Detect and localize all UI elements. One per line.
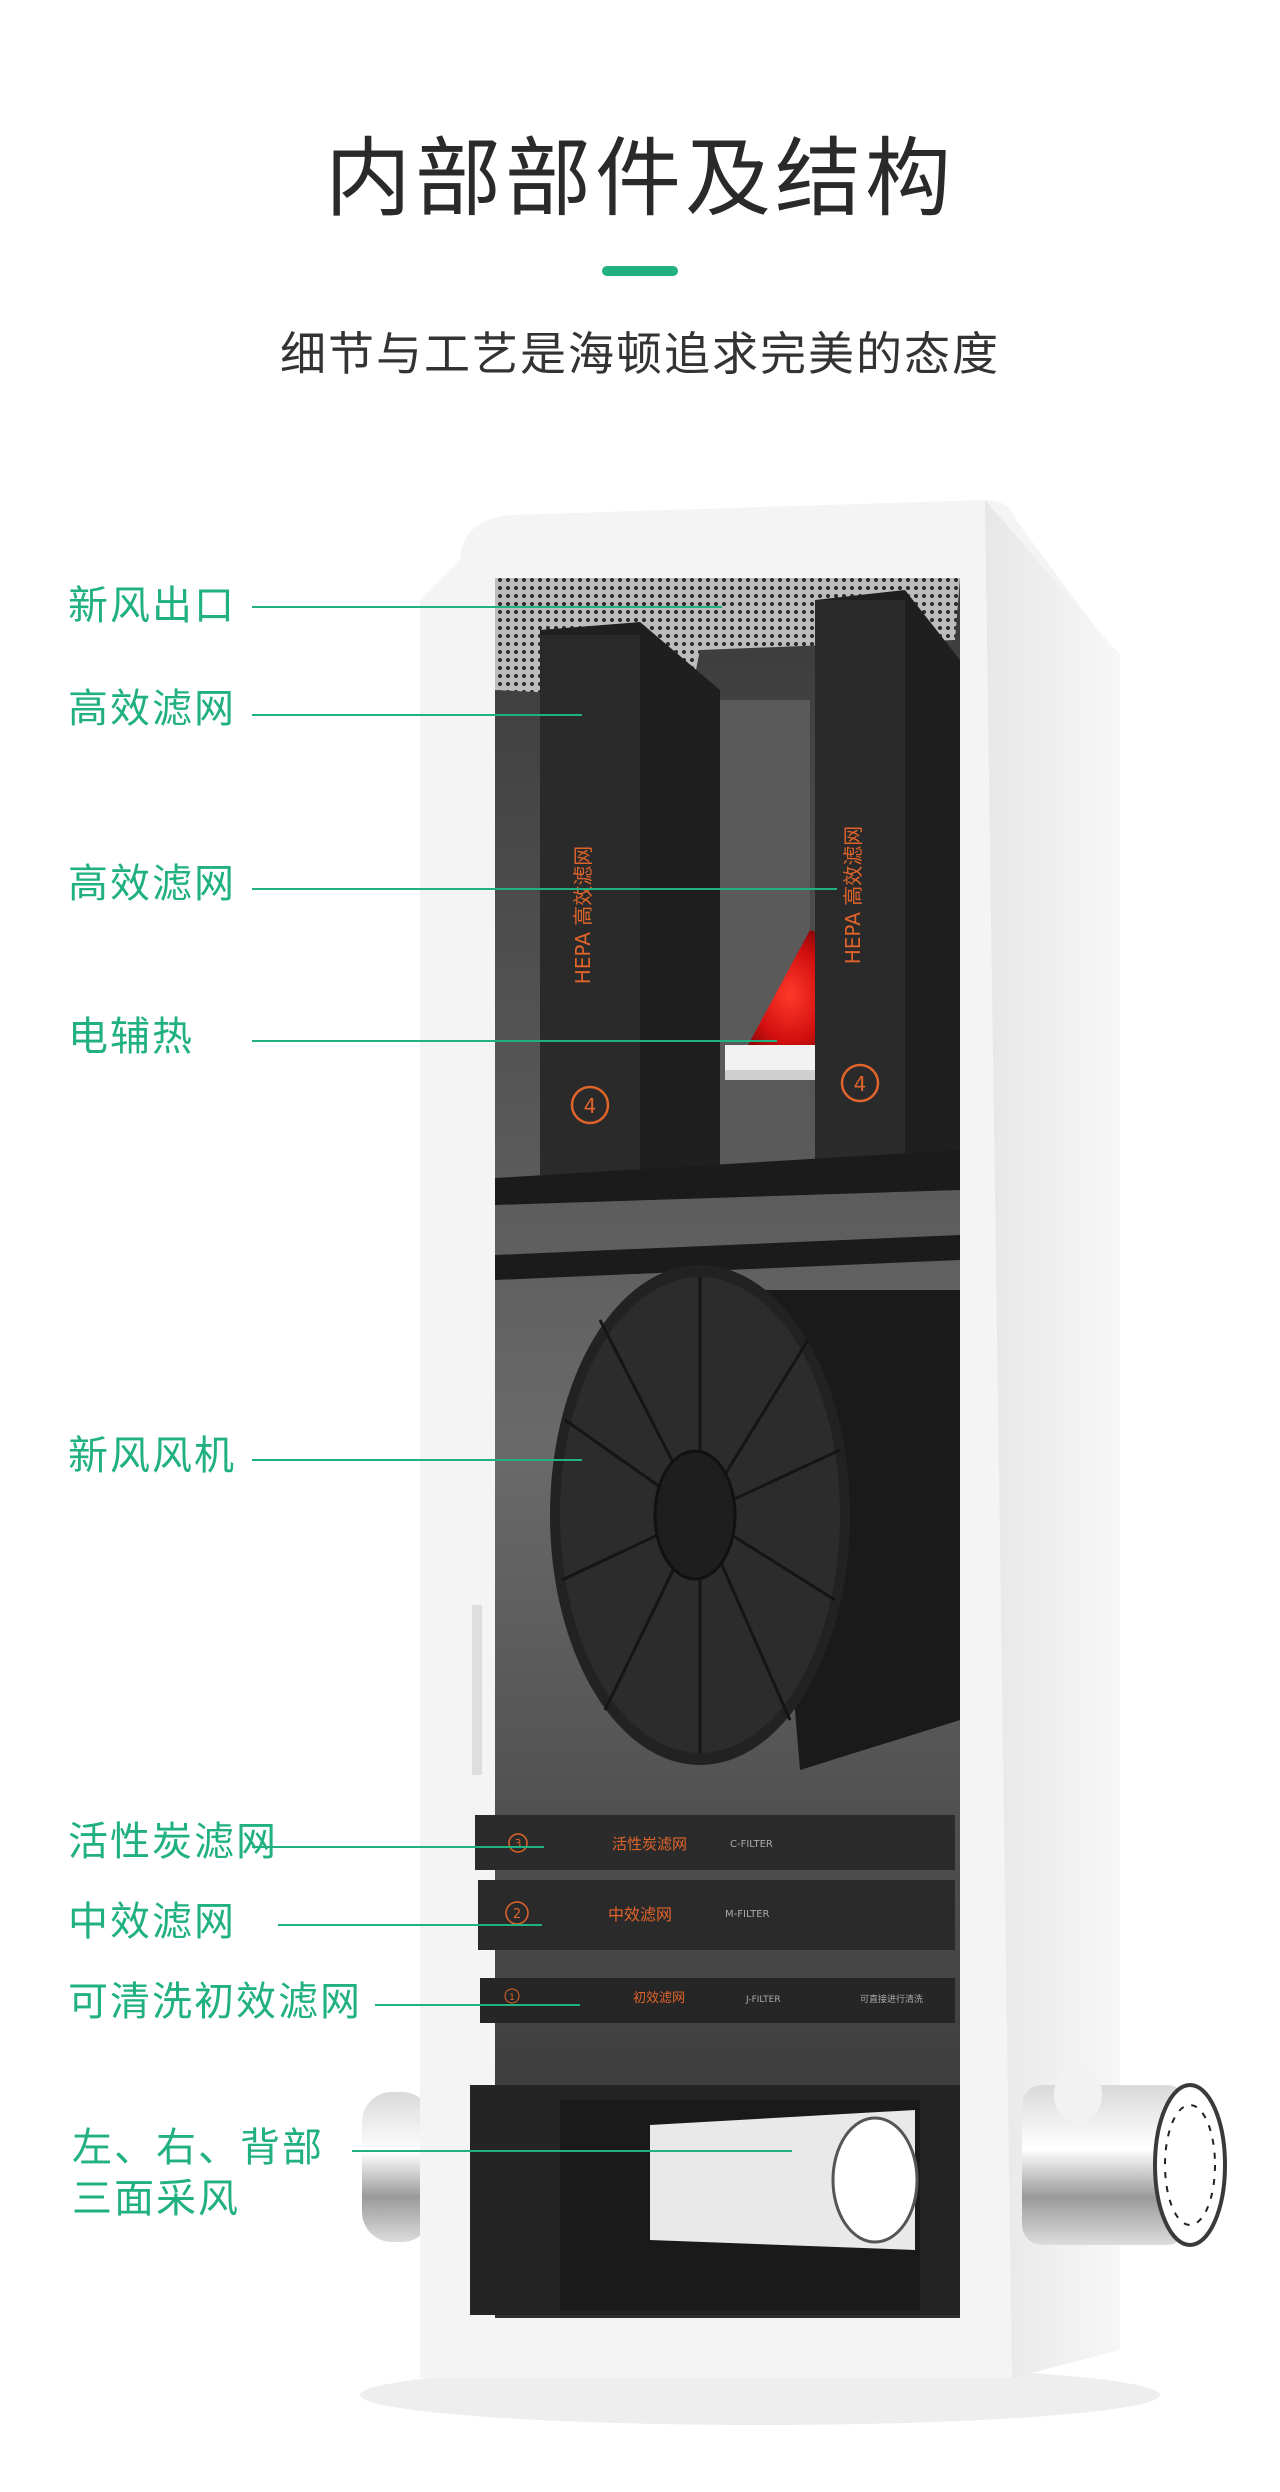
carbon-filter-panel: 3 活性炭滤网 C-FILTER xyxy=(475,1815,955,1870)
hepa-label-left: HEPA 高效滤网 xyxy=(571,846,595,985)
right-intake-pipe xyxy=(1022,2067,1227,2247)
primary-num: 1 xyxy=(509,1993,515,2003)
callout-fresh-air-outlet: 新风出口 xyxy=(68,583,236,629)
hepa-badge-left: 4 xyxy=(584,1094,597,1118)
callout-line-outlet xyxy=(252,606,722,608)
medium-cn-label: 中效滤网 xyxy=(608,1905,672,1924)
callout-line-carbon xyxy=(252,1846,544,1848)
callout-intake-line2: 三面采风 xyxy=(72,2176,240,2222)
primary-note-label: 可直接进行清洗 xyxy=(860,1993,923,2005)
medium-num: 2 xyxy=(513,1907,521,1922)
primary-cn-label: 初效滤网 xyxy=(633,1991,685,2006)
left-intake-pipe xyxy=(362,2092,432,2242)
callout-intake-line1: 左、右、背部 xyxy=(72,2125,324,2171)
callout-line-hepa2 xyxy=(252,888,837,890)
hepa-label-right: HEPA 高效滤网 xyxy=(841,826,865,965)
callout-line-hepa1 xyxy=(252,714,582,716)
callout-hepa-2: 高效滤网 xyxy=(68,861,236,907)
hepa-badge-right: 4 xyxy=(854,1072,867,1096)
callout-washable-primary-filter: 可清洗初效滤网 xyxy=(68,1979,362,2025)
callout-line-heater xyxy=(252,1040,777,1042)
carbon-num: 3 xyxy=(515,1837,522,1850)
callout-electric-heating: 电辅热 xyxy=(68,1014,194,1060)
callout-fresh-air-fan: 新风风机 xyxy=(68,1433,236,1479)
side-vent xyxy=(472,1605,482,1775)
hepa-filter-right: HEPA 高效滤网 4 xyxy=(815,590,960,1170)
callout-hepa-1: 高效滤网 xyxy=(68,686,236,732)
callout-medium-filter: 中效滤网 xyxy=(68,1899,236,1945)
callout-line-primary xyxy=(375,2004,580,2006)
carbon-cn-label: 活性炭滤网 xyxy=(612,1835,687,1853)
callout-line-medium xyxy=(278,1924,542,1926)
callout-carbon-filter: 活性炭滤网 xyxy=(68,1819,278,1865)
page-subtitle: 细节与工艺是海顿追求完美的态度 xyxy=(280,327,1000,381)
medium-filter-panel: 2 中效滤网 M-FILTER xyxy=(478,1880,955,1950)
primary-filter-panel: 1 初效滤网 J-FILTER 可直接进行清洗 xyxy=(480,1978,955,2023)
medium-en-label: M-FILTER xyxy=(725,1909,770,1920)
callout-line-intake xyxy=(352,2150,792,2152)
title-accent-bar xyxy=(602,266,678,276)
hepa-filter-left: HEPA 高效滤网 4 xyxy=(540,622,720,1180)
primary-en-label: J-FILTER xyxy=(745,1995,781,2005)
callout-line-fan xyxy=(252,1459,582,1461)
carbon-en-label: C-FILTER xyxy=(730,1839,773,1850)
page-title: 内部部件及结构 xyxy=(325,129,955,229)
fresh-air-fan xyxy=(550,1265,960,1770)
